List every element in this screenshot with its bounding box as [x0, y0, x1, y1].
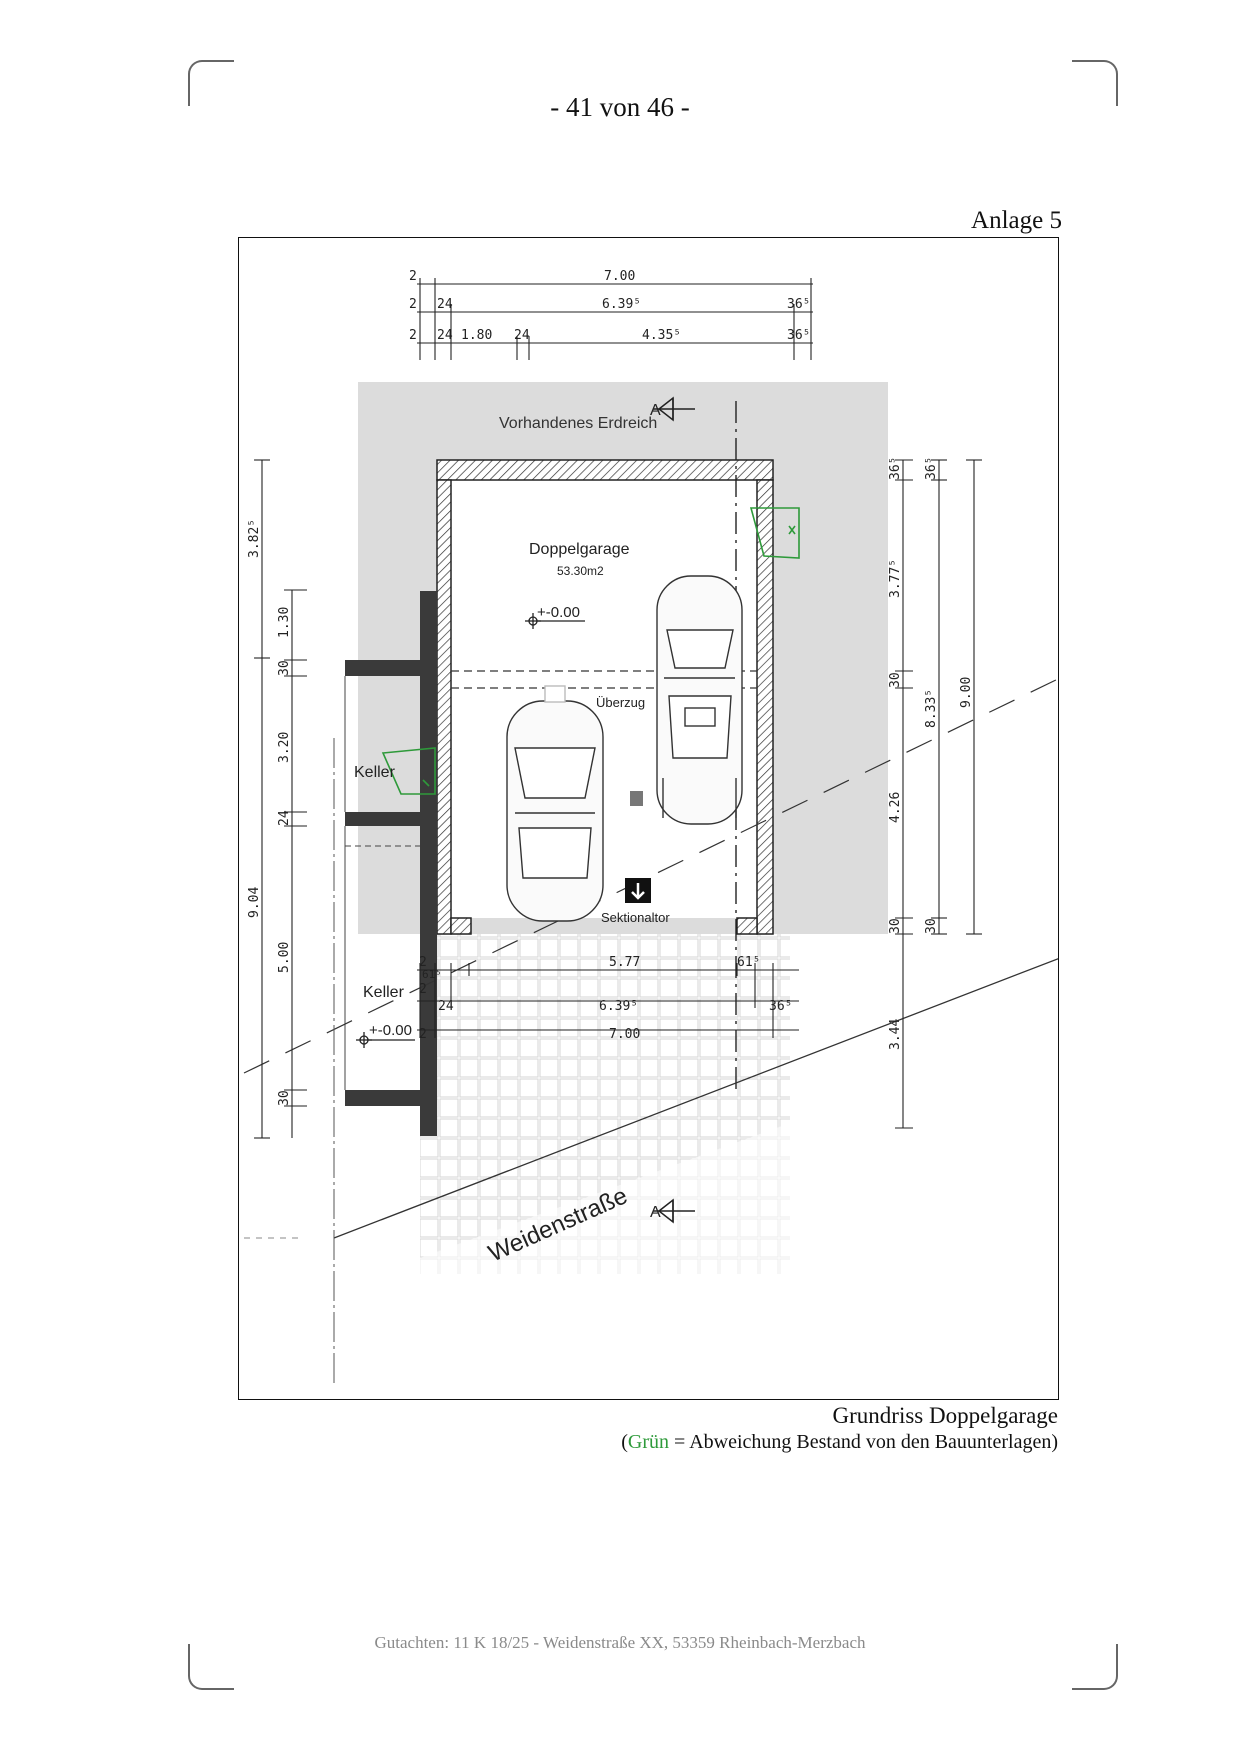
dim-top-r3-3: 24	[514, 328, 530, 343]
dim-left-inner-4: 5.00	[277, 942, 292, 973]
dim-top-r2-3: 36⁵	[787, 297, 810, 312]
corner-mark-top-left	[188, 60, 234, 106]
dim-bottom-r1-3: 61⁵	[737, 955, 760, 970]
corner-mark-bottom-left	[188, 1644, 234, 1690]
dim-top-r3-0: 2	[409, 328, 417, 343]
garage-walls	[436, 459, 774, 935]
dim-right-b-0: 36⁵	[924, 457, 939, 480]
legend-open: (	[621, 1431, 628, 1453]
dim-right-a-3: 4.26	[888, 792, 903, 823]
drain-square	[630, 791, 643, 806]
dim-top-r3-5: 36⁵	[787, 328, 810, 343]
figure-legend: (Grün = Abweichung Bestand von den Bauun…	[621, 1431, 1058, 1454]
garage-level: +-0.00	[537, 604, 580, 621]
section-mark-bottom: A	[650, 1204, 661, 1221]
dim-top-r1-0: 2	[409, 269, 417, 284]
cellar-level: +-0.00	[369, 1022, 412, 1039]
dim-bottom-r1-0: 2	[419, 955, 427, 970]
annex-label: Anlage 5	[971, 207, 1062, 234]
deviation-marker-cellar	[381, 747, 436, 795]
street-line	[333, 958, 1058, 1239]
car-right	[656, 575, 743, 825]
dim-bottom-r2-2: 6.39⁵	[599, 999, 638, 1014]
beam-label: Überzug	[596, 695, 645, 710]
dim-top-r3-1: 24	[437, 328, 453, 343]
cellar-walls	[345, 591, 437, 1136]
door-label: Sektionaltor	[601, 910, 670, 925]
section-arrow-top-icon	[653, 396, 695, 422]
dim-right-b-1: 8.33⁵	[924, 689, 939, 728]
dim-left-inner-2: 3.20	[277, 732, 292, 763]
dim-top-r1-1: 7.00	[604, 269, 635, 284]
legend-green-word: Grün	[627, 1431, 670, 1453]
dim-top-r2-1: 24	[437, 297, 453, 312]
dim-left-inner-0: 1.30	[277, 607, 292, 638]
arrow-down-icon	[631, 883, 645, 900]
floor-plan: Vorhandenes Erdreich Doppelgarage 53.30m…	[238, 237, 1059, 1400]
dim-top-r2-0: 2	[409, 297, 417, 312]
footer-reference: Gutachten: 11 K 18/25 - Weidenstraße XX,…	[374, 1633, 866, 1652]
dim-bottom-r2-1: 24	[438, 999, 454, 1014]
dim-top-r3-2: 1.80	[461, 328, 492, 343]
dim-left-inner-3: 24	[277, 810, 292, 826]
room-name: Doppelgarage	[529, 541, 630, 558]
dim-bottom-r1-1: 61⁵	[422, 968, 442, 981]
dim-left-outer-1: 9.04	[247, 887, 262, 918]
dim-right-a-1: 3.77⁵	[888, 559, 903, 598]
dim-right-a-4: 30	[888, 918, 903, 934]
dim-right-b-2: 30	[924, 918, 939, 934]
dim-bottom-r3-0: 2	[419, 1027, 427, 1042]
ground-label: Vorhandenes Erdreich	[499, 415, 657, 432]
dimension-lines	[254, 278, 982, 1139]
dim-right-a-5: 3.44	[888, 1019, 903, 1050]
corner-mark-bottom-right	[1072, 1644, 1118, 1690]
cellar-level-marker-icon	[356, 1032, 415, 1048]
dim-bottom-r2-0: 2	[419, 982, 427, 997]
dim-left-inner-5: 30	[277, 1090, 292, 1106]
dim-right-a-0: 36⁵	[888, 457, 903, 480]
section-mark-top: A	[650, 402, 661, 419]
dim-bottom-r2-3: 36⁵	[769, 999, 792, 1014]
dim-right-a-2: 30	[888, 672, 903, 688]
corner-mark-top-right	[1072, 60, 1118, 106]
dim-top-r2-2: 6.39⁵	[602, 297, 641, 312]
dim-bottom-r1-2: 5.77	[609, 955, 640, 970]
room-area: 53.30m2	[557, 564, 604, 578]
deviation-marker-garage	[749, 507, 800, 559]
cellar-label-upper: Keller	[354, 764, 396, 781]
cellar-label-lower: Keller	[363, 984, 405, 1001]
figure-caption: Grundriss Doppelgarage	[832, 1403, 1058, 1428]
property-boundary	[243, 678, 1058, 1074]
page-number: - 41 von 46 -	[550, 92, 690, 122]
dim-top-r3-4: 4.35⁵	[642, 328, 681, 343]
dim-left-outer-0: 3.82⁵	[247, 519, 262, 558]
dim-bottom-r3-1: 7.00	[609, 1027, 640, 1042]
dim-right-c-0: 9.00	[959, 677, 974, 708]
level-marker-icon	[525, 613, 585, 629]
section-arrow-bottom-icon	[653, 1198, 695, 1224]
car-left	[506, 685, 604, 922]
dim-left-inner-1: 30	[277, 660, 292, 676]
legend-text: = Abweichung Bestand von den Bauunterlag…	[669, 1431, 1058, 1453]
